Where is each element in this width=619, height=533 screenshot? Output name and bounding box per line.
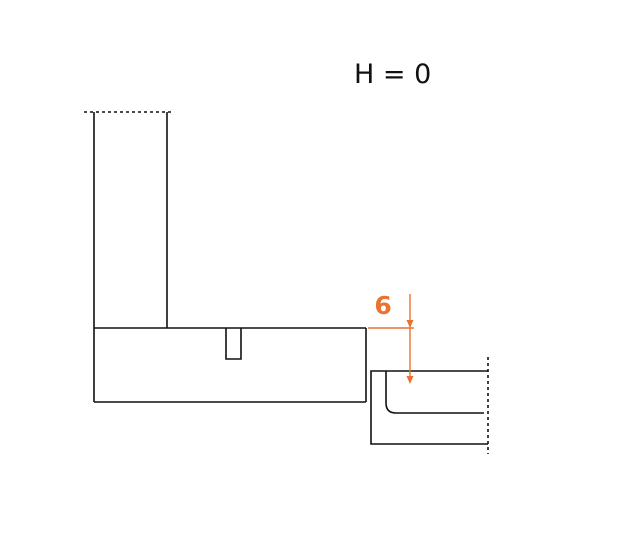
dimension-value: 9 xyxy=(374,290,391,319)
diagram-title: H = 0 xyxy=(354,59,432,90)
lower-part-inner-profile xyxy=(385,371,484,414)
lower-part-outline xyxy=(370,370,488,445)
dimension-arrow-down xyxy=(406,376,414,384)
slot xyxy=(225,328,242,360)
dimension-annotation: 9 xyxy=(368,290,414,384)
dimension-arrow-up xyxy=(406,320,414,328)
